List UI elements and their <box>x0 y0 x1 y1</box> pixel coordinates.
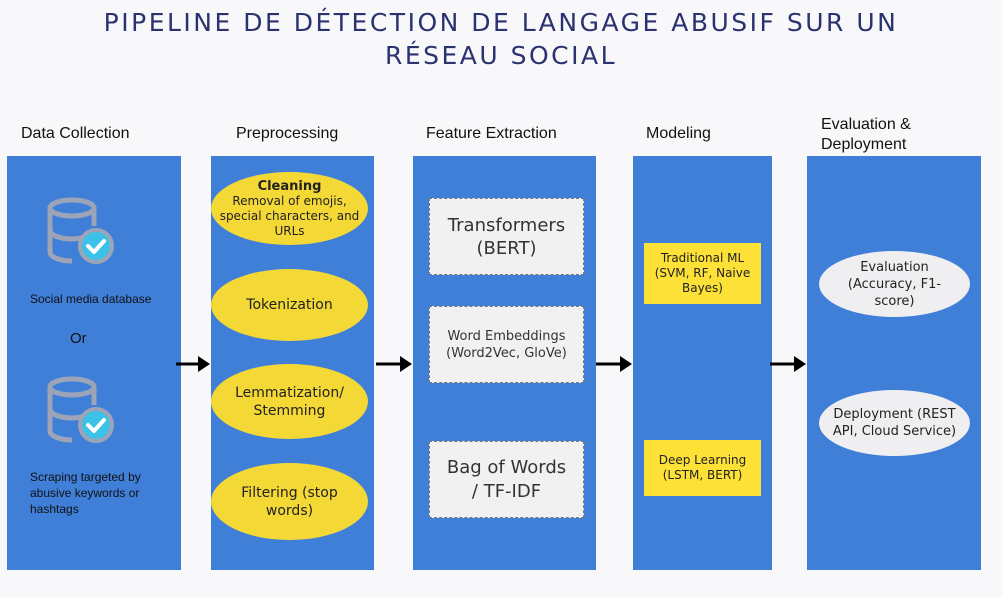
data-source-scraping: Scraping targeted by abusive keywords or… <box>30 470 141 516</box>
stage-label-data-collection: Data Collection <box>21 125 130 142</box>
evaluation-step: Evaluation (Accuracy, F1-score) <box>819 251 970 317</box>
stage-label-feature-extraction: Feature Extraction <box>426 125 557 142</box>
deployment-step: Deployment (REST API, Cloud Service) <box>819 390 970 456</box>
database-check-icon <box>47 197 114 264</box>
cleaning-title: Cleaning <box>257 178 322 194</box>
page-title: PIPELINE DE DÉTECTION DE LANGAGE ABUSIF … <box>103 8 899 70</box>
traditional-ml-box: Traditional ML (SVM, RF, Naive Bayes) <box>644 243 761 304</box>
tokenization-step: Tokenization <box>211 269 368 341</box>
arrow-right-icon <box>176 356 210 372</box>
cleaning-step: Cleaning Removal of emojis, special char… <box>211 172 368 245</box>
arrow-right-icon <box>376 356 412 372</box>
arrow-right-icon <box>596 356 632 372</box>
arrow-right-icon <box>770 356 806 372</box>
stage-label-modeling: Modeling <box>646 125 711 142</box>
database-check-icon <box>47 376 114 443</box>
bag-of-words-box: Bag of Words / TF-IDF <box>429 441 584 518</box>
word-embeddings-box: Word Embeddings (Word2Vec, GloVe) <box>429 306 584 383</box>
data-source-database: Social media database <box>30 292 152 306</box>
column-modeling <box>633 156 772 570</box>
or-label: Or <box>70 330 87 347</box>
stage-label-preprocessing: Preprocessing <box>236 125 339 142</box>
column-evaluation <box>807 156 981 570</box>
cleaning-description: Removal of emojis, special characters, a… <box>219 193 360 238</box>
filtering-step: Filtering (stop words) <box>211 463 368 540</box>
stage-label-evaluation: Evaluation & Deployment <box>821 116 911 153</box>
deep-learning-box: Deep Learning (LSTM, BERT) <box>644 440 761 496</box>
lemmatization-step: Lemmatization/ Stemming <box>211 364 368 439</box>
transformers-box: Transformers (BERT) <box>429 198 584 275</box>
